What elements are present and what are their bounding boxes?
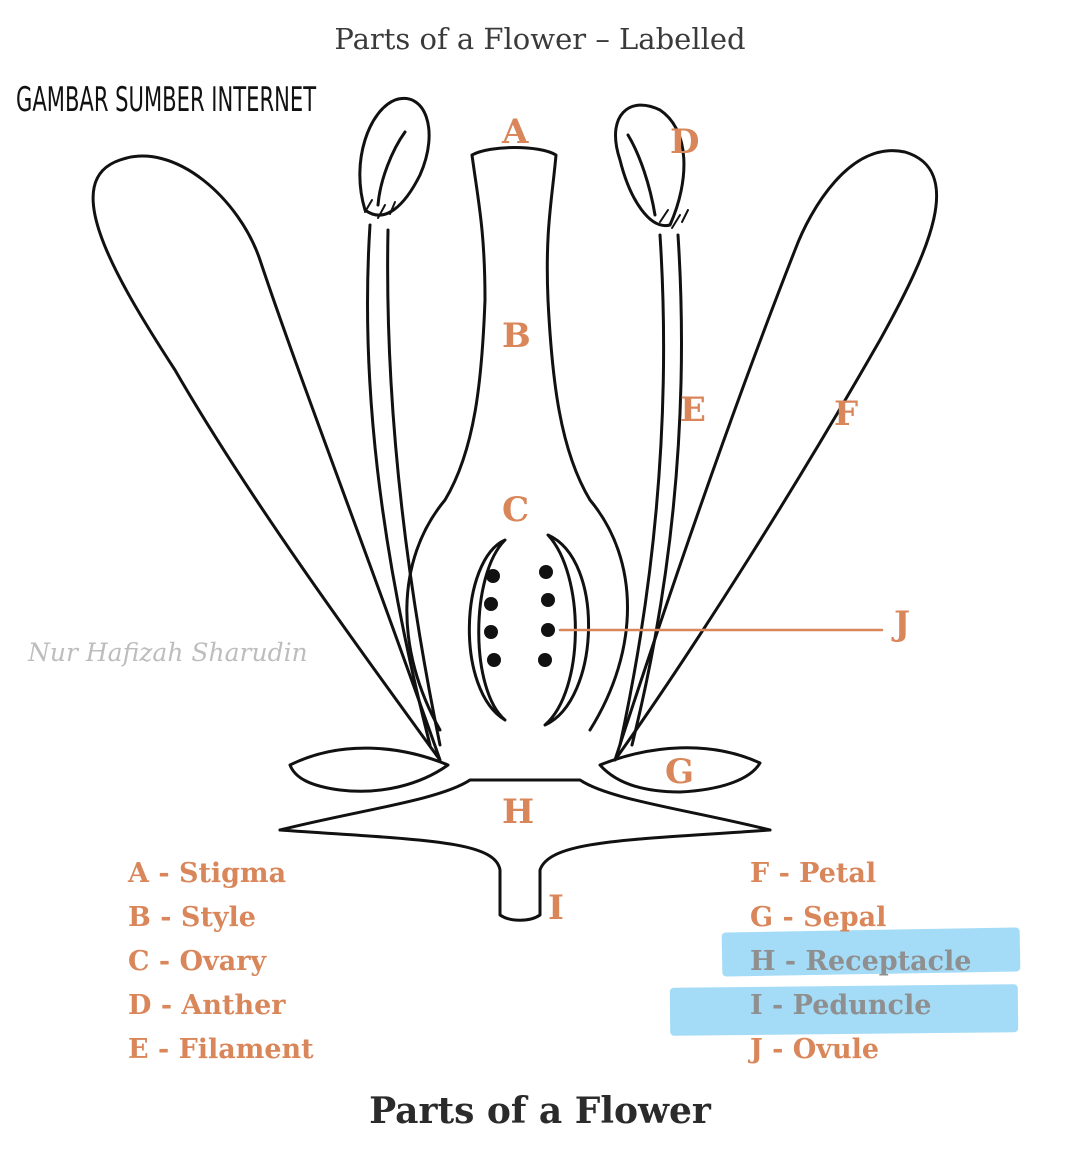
ovary-right-wall bbox=[543, 533, 591, 727]
ovules bbox=[484, 565, 555, 667]
part-label-j: J bbox=[894, 604, 911, 644]
part-label-a: A bbox=[502, 112, 529, 152]
part-label-i: I bbox=[548, 888, 564, 928]
legend-item: C - Ovary bbox=[128, 946, 267, 977]
diagram-title: Parts of a Flower – Labelled bbox=[334, 22, 746, 56]
legend-item: J - Ovule bbox=[750, 1034, 880, 1065]
right-anther bbox=[614, 103, 686, 227]
watermark: Nur Hafizah Sharudin bbox=[28, 638, 308, 667]
part-label-f: F bbox=[834, 394, 859, 434]
legend-item: D - Anther bbox=[128, 990, 286, 1021]
left-anther bbox=[358, 97, 431, 217]
left-sepal bbox=[288, 746, 450, 793]
peduncle bbox=[278, 828, 772, 922]
pistil-outer bbox=[405, 146, 629, 732]
part-label-b: B bbox=[502, 316, 531, 356]
part-label-g: G bbox=[665, 752, 695, 792]
part-label-d: D bbox=[670, 122, 700, 162]
receptacle bbox=[278, 778, 772, 832]
legend-left: A - Stigma B - Style C - Ovary D - Anthe… bbox=[128, 856, 314, 1076]
legend-item: G - Sepal bbox=[750, 902, 887, 933]
legend-item: E - Filament bbox=[128, 1034, 314, 1065]
legend-item: B - Style bbox=[128, 902, 256, 933]
right-petal bbox=[613, 149, 939, 762]
part-label-c: C bbox=[502, 490, 530, 530]
legend-item: A - Stigma bbox=[128, 858, 287, 889]
legend-item-highlighted: I - Peduncle bbox=[750, 990, 932, 1021]
ovary-left-wall bbox=[467, 538, 507, 722]
source-tag: GAMBAR SUMBER INTERNET bbox=[16, 80, 317, 120]
left-filament bbox=[366, 223, 442, 747]
legend-item-highlighted: H - Receptacle bbox=[750, 946, 972, 977]
left-petal bbox=[91, 154, 442, 762]
part-label-h: H bbox=[502, 792, 535, 832]
diagram-caption: Parts of a Flower bbox=[369, 1090, 711, 1132]
part-label-e: E bbox=[680, 390, 706, 430]
right-sepal bbox=[598, 746, 762, 794]
legend-item: F - Petal bbox=[750, 858, 877, 889]
legend-right: F - Petal G - Sepal H - Receptacle I - P… bbox=[750, 856, 971, 1076]
right-filament bbox=[618, 233, 684, 747]
